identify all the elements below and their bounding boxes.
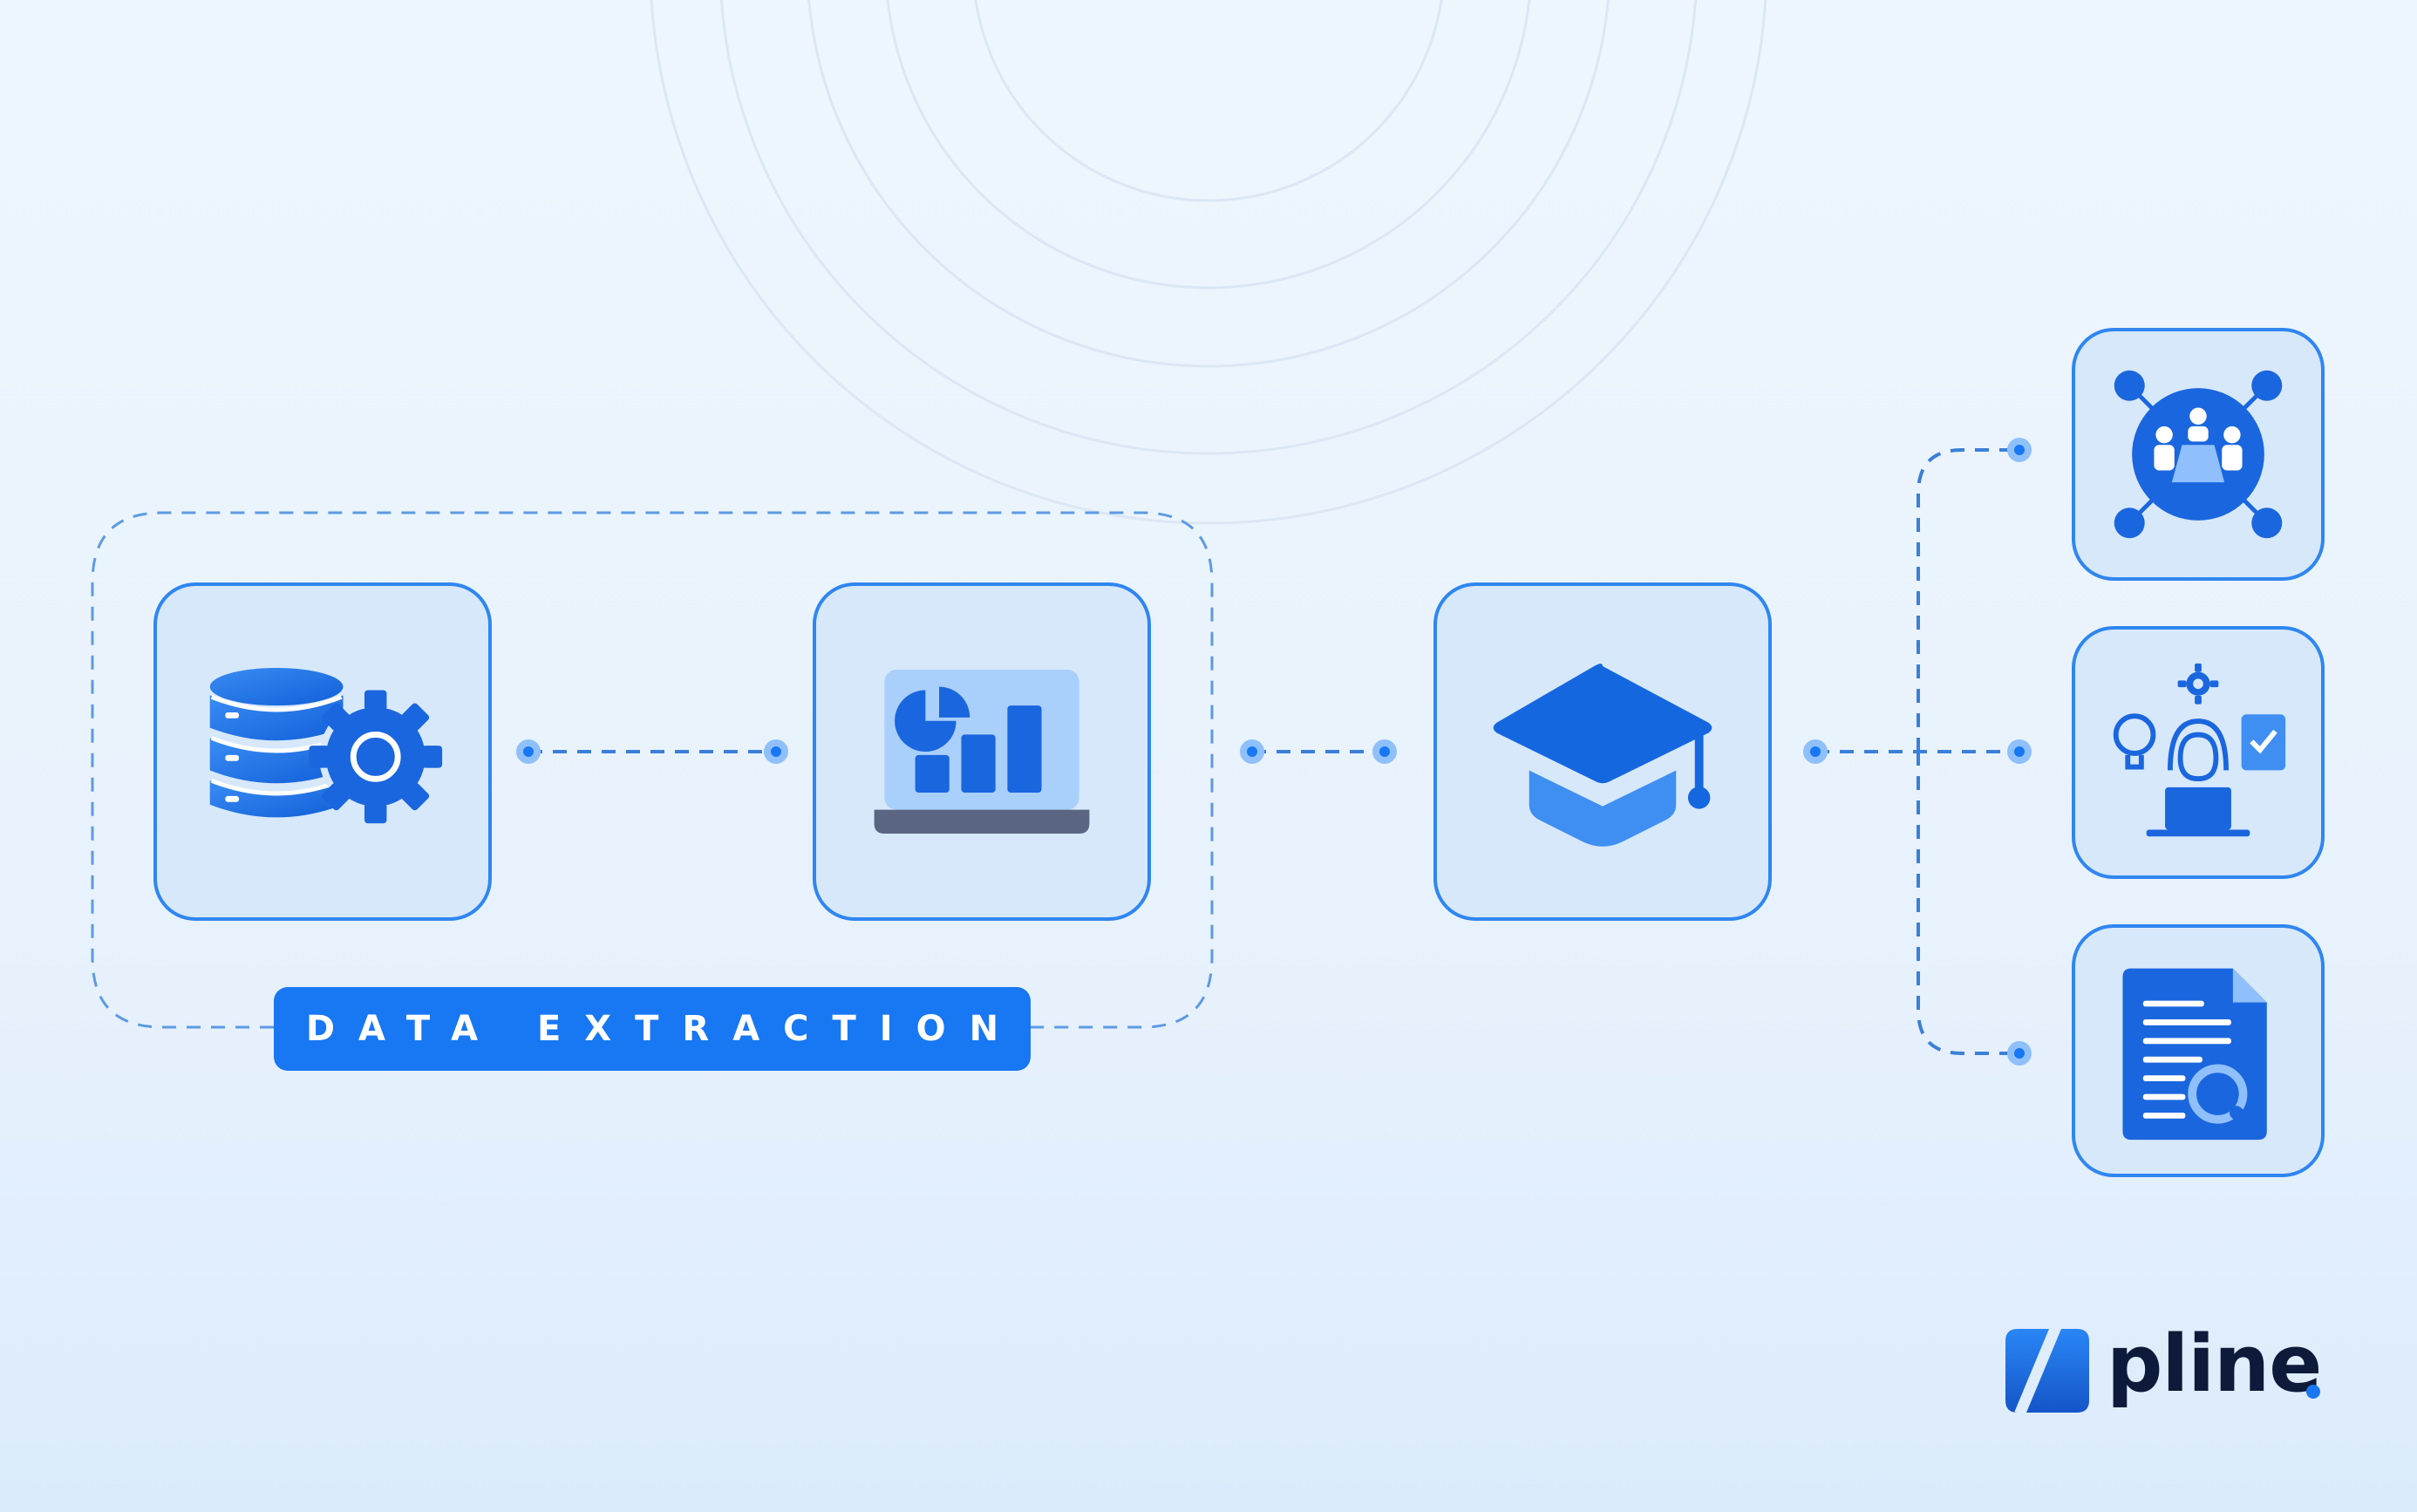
edge-endpoint-dot — [764, 739, 788, 764]
brand-name: pline — [2107, 1318, 2322, 1410]
background-arcs — [650, 0, 1767, 525]
node-database-settings — [153, 582, 492, 921]
edge-endpoint-dot — [1372, 739, 1397, 764]
group-label-data-extraction: DATA EXTRACTION — [274, 987, 1031, 1071]
database-gear-icon — [209, 668, 443, 824]
edge-training-to-document — [1917, 752, 2019, 1055]
brand-dot — [2306, 1385, 2320, 1399]
pline-logo-icon — [2005, 1329, 2089, 1413]
edge-endpoint-dot — [516, 739, 541, 764]
node-analytics-dashboard — [813, 582, 1151, 921]
edge-endpoint-dot — [1803, 739, 1828, 764]
edge-endpoint-dot — [2007, 438, 2032, 462]
node-training — [1433, 582, 1772, 921]
edge-training-to-network — [1917, 448, 2019, 752]
edge-endpoint-dot — [2007, 739, 2032, 764]
laptop-chart-icon — [874, 669, 1090, 834]
graduation-cap-icon — [1493, 664, 1712, 847]
team-network-icon — [2114, 370, 2283, 539]
edge-endpoint-dot — [1240, 739, 1264, 764]
brand-logo: pline — [2005, 1317, 2337, 1413]
node-document-review — [2072, 924, 2325, 1177]
node-research-worker — [2072, 626, 2325, 879]
node-collaboration-network — [2072, 328, 2325, 581]
person-idea-check-icon — [2113, 663, 2286, 837]
edge-endpoint-dot — [2007, 1041, 2032, 1066]
document-search-icon — [2122, 968, 2267, 1141]
group-boundary — [91, 511, 1214, 1029]
